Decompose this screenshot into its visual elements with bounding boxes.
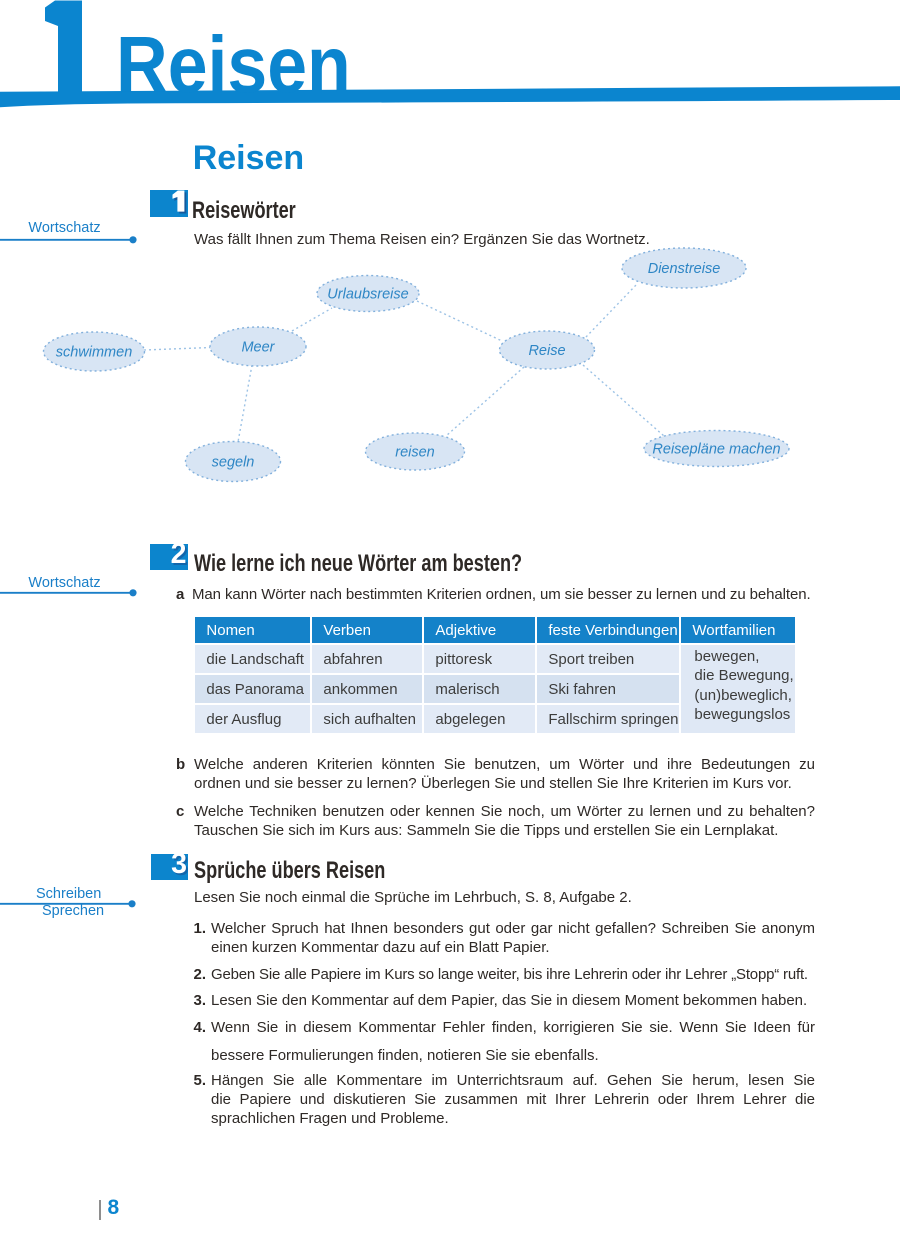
svg-text:segeln: segeln: [212, 455, 255, 471]
svg-text:reisen: reisen: [395, 445, 435, 461]
svg-text:Reise: Reise: [528, 343, 565, 359]
svg-text:Reisepläne machen: Reisepläne machen: [652, 442, 780, 458]
svg-text:Dienstreise: Dienstreise: [648, 261, 721, 277]
svg-text:Meer: Meer: [241, 340, 275, 356]
svg-text:schwimmen: schwimmen: [56, 345, 133, 361]
svg-text:Urlaubsreise: Urlaubsreise: [327, 287, 408, 303]
